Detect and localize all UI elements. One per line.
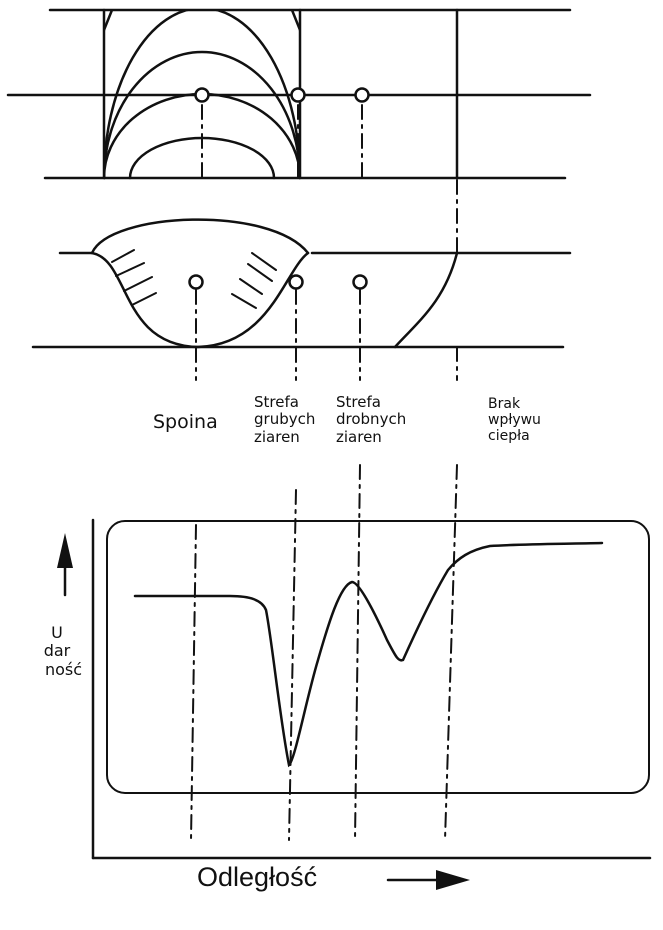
graph-frame: [106, 520, 650, 794]
marker-coarse-top: [290, 87, 306, 103]
marker-coarse-mid: [288, 274, 304, 290]
no-heat-label: Brak wpływu ciepła: [488, 396, 541, 444]
hardness-curve: [133, 541, 604, 768]
coarse-zone-line-3: ziaren: [254, 427, 300, 446]
marker-fine-top: [354, 87, 370, 103]
no-heat-line-1: Brak: [488, 396, 521, 412]
marker-fine-mid: [352, 274, 368, 290]
marker-weld-top: [194, 87, 210, 103]
fine-zone-label: Strefa drobnych ziaren: [336, 393, 407, 446]
y-axis-line-2: dar: [43, 641, 71, 661]
fine-zone-line-2: drobnych: [336, 410, 407, 429]
weld-cross-section: [31, 218, 572, 349]
coarse-zone-line-2: grubych: [254, 410, 316, 429]
x-axis-label: Odległość: [197, 862, 318, 892]
fine-zone-line-1: Strefa: [336, 393, 381, 411]
x-arrow-head: [436, 870, 470, 890]
marker-weld-mid: [188, 274, 204, 290]
coarse-zone-label: Strefa grubych ziaren: [254, 393, 316, 446]
fine-zone-line-3: ziaren: [336, 427, 382, 446]
no-heat-line-3: ciepła: [488, 428, 530, 445]
weld-label: Spoina: [153, 411, 218, 433]
y-axis-line-1: U: [51, 623, 63, 642]
no-heat-line-2: wpływu: [488, 412, 541, 429]
y-axis-line-3: ność: [44, 659, 82, 679]
y-arrow-head: [57, 533, 73, 568]
grain-hatching: [111, 249, 277, 309]
coarse-zone-line-1: Strefa: [254, 393, 299, 411]
zone-guide-lines: [190, 104, 458, 841]
y-axis-label: U dar ność: [26, 623, 82, 679]
